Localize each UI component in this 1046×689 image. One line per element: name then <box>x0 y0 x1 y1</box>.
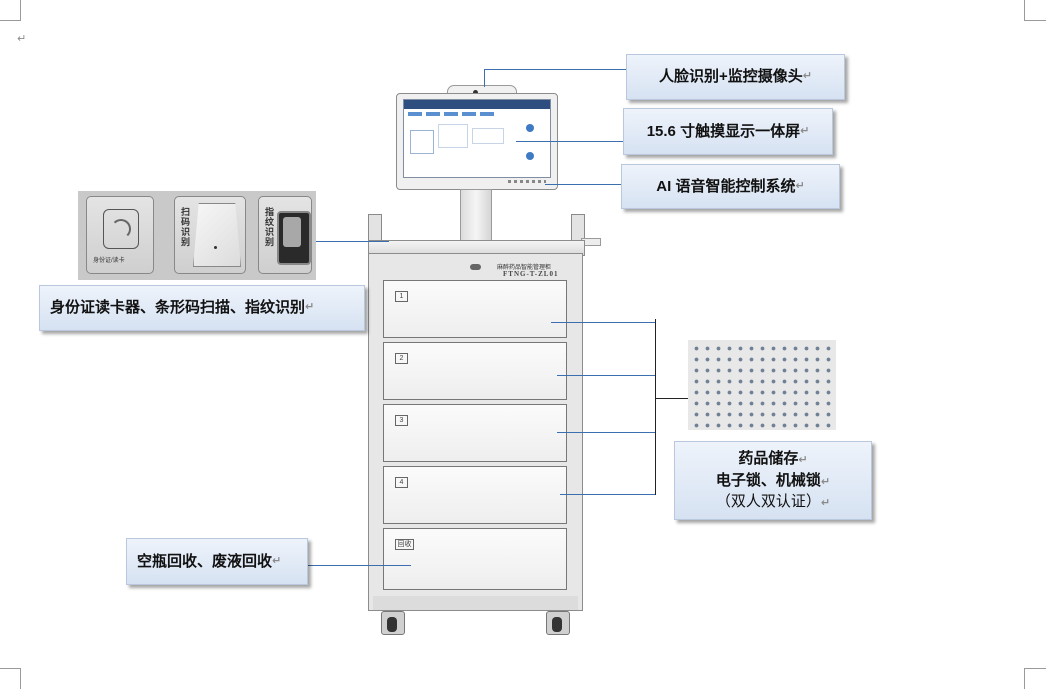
cabinet-model-label: FTNG-T-ZL01 <box>503 270 559 278</box>
screen-leader-line <box>516 141 623 142</box>
ai-callout: AI 语音智能控制系统↵ <box>621 164 840 209</box>
recycle-callout: 空瓶回收、废液回收↵ <box>126 538 308 585</box>
camera-leader-drop <box>484 69 485 87</box>
camera-lens-icon <box>473 90 478 95</box>
paragraph-mark: ↵ <box>800 124 810 137</box>
camera-callout: 人脸识别+监控摄像头↵ <box>626 54 845 100</box>
paragraph-mark: ↵ <box>798 453 808 466</box>
ai-leader-line <box>545 184 622 185</box>
monitor-stand <box>460 189 492 243</box>
paragraph-mark: ↵ <box>17 33 27 45</box>
paragraph-mark: ↵ <box>820 497 831 510</box>
left-wheel-tire <box>387 617 397 632</box>
left-handle <box>368 214 382 245</box>
camera-leader-line <box>484 69 626 70</box>
drawer-4[interactable]: 4 <box>383 466 567 524</box>
recycle-drawer[interactable]: 回收 <box>383 528 567 590</box>
right-handle <box>571 214 585 245</box>
crop-mark-top-left <box>0 0 21 21</box>
storage-bracket-arm <box>655 398 688 399</box>
paragraph-mark: ↵ <box>272 554 282 567</box>
barcode-label: 扫码识别 <box>180 207 190 247</box>
id-card-label: 身份证/读卡 <box>93 258 125 264</box>
recycle-leader-line <box>308 565 411 566</box>
perforated-panel-photo <box>688 340 836 430</box>
reader-leader-line <box>316 241 389 242</box>
right-wheel-tire <box>552 617 562 632</box>
scanner-window <box>193 203 241 267</box>
storage-callout: 药品储存↵ 电子锁、机械锁↵ （双人双认证）↵ <box>674 441 872 520</box>
recycle-callout-text: 空瓶回收、废液回收 <box>137 552 273 570</box>
drawer-number: 3 <box>395 415 408 426</box>
cabinet-base <box>373 596 578 610</box>
drawer-number: 4 <box>395 477 408 488</box>
paragraph-mark: ↵ <box>820 475 831 488</box>
paragraph-mark: ↵ <box>795 179 805 192</box>
cabinet-status-light <box>470 264 481 270</box>
crop-mark-bottom-right <box>1024 668 1046 689</box>
storage-bracket <box>655 319 656 495</box>
id-card-reader-module: 身份证/读卡 <box>86 196 154 274</box>
monitor-screen <box>403 99 551 178</box>
camera-callout-text: 人脸识别+监控摄像头 <box>659 68 803 86</box>
drawer-1[interactable]: 1 <box>383 280 567 338</box>
drawer-3[interactable]: 3 <box>383 404 567 462</box>
crop-mark-top-right <box>1024 0 1046 21</box>
reader-callout-text: 身份证读卡器、条形码扫描、指纹识别 <box>50 299 306 317</box>
drawer-4-leader <box>560 494 655 495</box>
barcode-scanner-module: 扫码识别 <box>174 196 246 274</box>
storage-line-1: 药品储存 <box>738 449 799 467</box>
fingerprint-window <box>283 217 301 247</box>
drawer-2[interactable]: 2 <box>383 342 567 400</box>
drawer-2-leader <box>557 375 655 376</box>
paragraph-mark: ↵ <box>305 301 315 314</box>
storage-line-3: （双人双认证） <box>715 493 821 511</box>
crop-mark-bottom-left <box>0 668 21 689</box>
card-wave-icon <box>111 219 131 239</box>
storage-line-2: 电子锁、机械锁 <box>715 471 821 489</box>
recycle-tag: 回收 <box>395 539 414 550</box>
drawer-number: 1 <box>395 291 408 302</box>
cabinet-name-label: 麻醉药品智能管理柜 <box>497 265 552 271</box>
screen-callout-text: 15.6 寸触摸显示一体屏 <box>646 122 801 140</box>
drawer-number: 2 <box>395 353 408 364</box>
fingerprint-label: 指纹识别 <box>264 207 274 247</box>
drawer-1-leader <box>551 322 655 323</box>
fingerprint-module: 指纹识别 <box>258 196 312 274</box>
paragraph-mark: ↵ <box>802 70 812 83</box>
fingerprint-icon <box>277 211 311 265</box>
reader-callout: 身份证读卡器、条形码扫描、指纹识别↵ <box>39 285 365 331</box>
screen-callout: 15.6 寸触摸显示一体屏↵ <box>623 108 833 155</box>
monitor-bezel-bottom <box>508 180 546 183</box>
drawer-3-leader <box>557 432 655 433</box>
id-card-icon <box>103 209 139 249</box>
scanner-dot <box>214 246 217 249</box>
ai-callout-text: AI 语音智能控制系统 <box>656 177 796 195</box>
